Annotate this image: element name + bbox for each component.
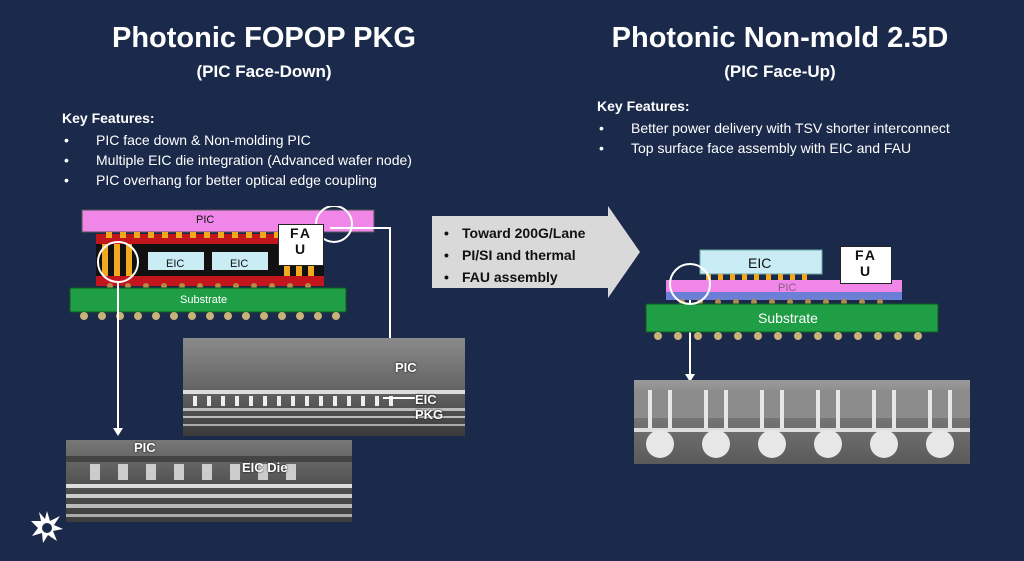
right-subtitle: (PIC Face-Up) [724, 62, 836, 81]
transition-item: Toward 200G/Lane [440, 222, 585, 244]
transition-item: PI/SI and thermal [440, 244, 585, 266]
right-feature-list: Better power delivery with TSV shorter i… [597, 118, 1017, 158]
xsection-bottom-shapes [66, 456, 352, 517]
right-xsection [634, 380, 970, 464]
left-feature-item: Multiple EIC die integration (Advanced w… [62, 150, 492, 170]
left-fau-box: FA U [278, 224, 324, 266]
left-eic2-label: EIC [230, 258, 249, 270]
xsection-top-shapes [183, 390, 465, 426]
left-feature-item: PIC face down & Non-molding PIC [62, 130, 492, 150]
transition-item: FAU assembly [440, 266, 585, 288]
xsection-bottom-pic-label: PIC [134, 440, 156, 455]
transition-arrow: Toward 200G/Lane PI/SI and thermal FAU a… [432, 206, 640, 298]
left-feature-list: PIC face down & Non-molding PIC Multiple… [62, 130, 492, 190]
left-key-features-heading: Key Features: [62, 110, 155, 126]
right-substrate-label: Substrate [758, 310, 818, 326]
right-feature-item: Better power delivery with TSV shorter i… [597, 118, 1017, 138]
right-key-features: Key Features: Better power delivery with… [597, 98, 1017, 158]
right-key-features-heading: Key Features: [597, 98, 690, 114]
left-pic-label: PIC [196, 214, 215, 226]
xsection-top-eic-pkg-label: EIC PKG [415, 392, 444, 422]
left-feature-item: PIC overhang for better optical edge cou… [62, 170, 492, 190]
right-xsection-shapes [634, 390, 970, 458]
left-key-features: Key Features: PIC face down & Non-moldin… [62, 110, 492, 190]
left-xsection-top: PIC EIC PKG [183, 338, 465, 436]
left-xsection-bottom: PIC EIC Die [66, 440, 352, 522]
left-title: Photonic FOPOP PKG [112, 22, 416, 54]
right-package-diagram: EIC PIC Substrate [642, 246, 942, 346]
right-fau-box: FA U [840, 246, 892, 284]
starburst-logo-icon [31, 511, 63, 543]
left-package-diagram: PIC EIC EIC Substrate [66, 206, 396, 328]
left-package-shapes [69, 206, 375, 320]
right-pic-label: PIC [778, 282, 797, 294]
right-package-shapes [645, 249, 939, 340]
left-subtitle: (PIC Face-Down) [196, 62, 332, 81]
xsection-top-pic-label: PIC [395, 360, 417, 375]
right-title: Photonic Non-mold 2.5D [611, 22, 949, 54]
xsection-bottom-eic-die-label: EIC Die [242, 460, 288, 475]
right-feature-item: Top surface face assembly with EIC and F… [597, 138, 1017, 158]
right-eic-label: EIC [748, 255, 772, 271]
left-substrate-label: Substrate [180, 294, 228, 306]
left-eic1-label: EIC [166, 258, 185, 270]
transition-list: Toward 200G/Lane PI/SI and thermal FAU a… [440, 222, 585, 288]
